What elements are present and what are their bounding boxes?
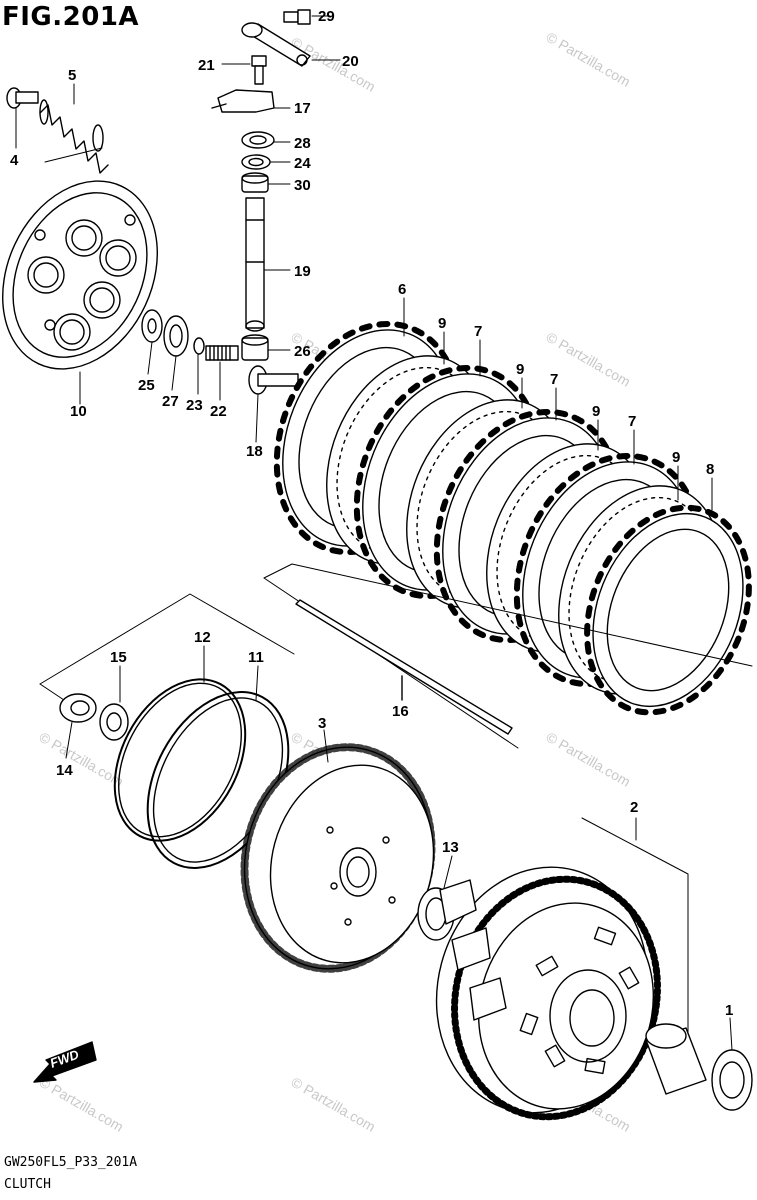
callout-18: 18 [246,443,263,460]
callout-23: 23 [186,397,203,414]
drive-plate-8 [584,504,752,716]
callout-9a: 9 [438,315,446,332]
sleeve-hub-3 [240,743,436,973]
callout-17: 17 [294,100,311,117]
watermark-text: © Partzilla.com [544,729,634,790]
washer-24 [241,154,271,170]
bolt-21 [251,55,267,85]
callout-22: 22 [210,403,227,420]
washer-23 [193,337,205,355]
callout-12: 12 [194,629,211,646]
callout-2: 2 [630,799,638,816]
callout-21: 21 [198,57,215,74]
figure-code: GW250FL5_P33_201A [4,1155,138,1170]
callout-9b: 9 [516,361,524,378]
callout-16: 16 [392,703,409,720]
fwd-arrow-icon [33,1041,97,1083]
watermark-text: © Partzilla.com [37,1074,127,1135]
callout-8: 8 [706,461,714,478]
bearing-28 [241,131,275,149]
callout-9d: 9 [672,449,680,466]
callout-3: 3 [318,715,326,732]
bolt-4 [6,87,39,109]
callout-7a: 7 [474,323,482,340]
callout-29: 29 [318,8,335,25]
plate-17 [211,89,275,113]
callout-28: 28 [294,135,311,152]
callout-19: 19 [294,263,311,280]
callout-27: 27 [162,393,179,410]
thrust-bearing-27 [163,315,189,357]
callout-14: 14 [56,762,73,779]
figure-caption: CLUTCH [4,1177,51,1192]
callout-24: 24 [294,155,311,172]
bolt-29 [283,9,311,25]
callout-9c: 9 [592,403,600,420]
callout-7b: 7 [550,371,558,388]
release-arm-20 [241,22,311,67]
pushrod-16 [263,563,753,749]
callout-20: 20 [342,53,359,70]
callout-10: 10 [70,403,87,420]
watermark-text: © Partzilla.com [544,29,634,90]
callout-15: 15 [110,649,127,666]
leader-lines [15,15,733,1051]
washer-25 [141,309,163,343]
bearing-26 [241,334,269,361]
clutch-plates [273,320,752,716]
callout-30: 30 [294,177,311,194]
bearing-30 [241,172,269,193]
callout-13: 13 [442,839,459,856]
lower-left-box [39,593,295,869]
callout-11: 11 [248,649,264,666]
callout-26: 26 [294,343,311,360]
callout-4: 4 [10,152,19,169]
callout-numbers: 1 2 3 4 5 6 7 7 7 8 9 9 9 9 10 11 12 13 … [10,8,733,1019]
pushrod-piece-18 [248,365,299,395]
watermark-text: © Partzilla.com [289,1074,379,1135]
spacer-1 [645,1023,753,1111]
callout-7c: 7 [628,413,636,430]
shaft-19 [245,197,265,332]
clutch-housing-2 [435,817,689,1121]
callout-25: 25 [138,377,155,394]
callout-1: 1 [725,1002,733,1019]
callout-5: 5 [68,67,76,84]
spring-5 [39,99,109,174]
screw-22 [205,345,239,361]
pressure-plate-10 [2,147,158,370]
spring-ring-12 [113,678,247,842]
figure-title: FIG.201A [2,2,140,32]
lock-washer-15 [99,703,129,741]
nut-14 [59,693,97,723]
callout-6: 6 [398,281,406,298]
